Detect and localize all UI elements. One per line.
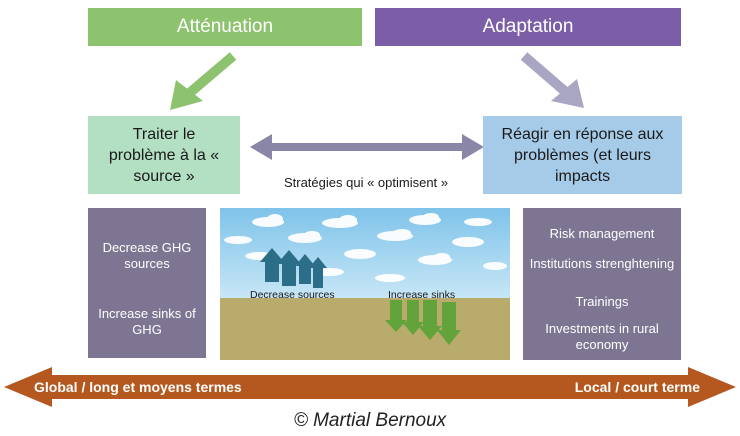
increase-sinks-arrows	[385, 300, 461, 345]
attenuation-header: Atténuation	[88, 8, 362, 46]
response-box-text: Réagir en réponse aux problèmes (et leur…	[501, 125, 664, 185]
attenuation-header-label: Atténuation	[176, 16, 274, 37]
green-down-arrow	[170, 52, 237, 110]
source-box-text: Traiter le problème à la « source »	[108, 125, 220, 185]
decrease-ghg-text: Decrease GHG sources	[102, 240, 192, 271]
global-term-label: Global / long et moyens termes	[34, 379, 242, 395]
increase-sinks-text: Increase sinks of GHG	[98, 306, 196, 337]
response-box: Réagir en réponse aux problèmes (et leur…	[483, 116, 682, 194]
double-arrow	[250, 134, 484, 160]
arrows-layer	[170, 52, 584, 160]
timescale-arrow-shape	[4, 367, 736, 407]
increase-sinks-label: Increase sinks	[388, 289, 455, 301]
institutions-text: Institutions strenghtening	[529, 256, 675, 271]
source-box: Traiter le problème à la « source »	[88, 116, 240, 194]
right-panel: Risk management Institutions strenghteni…	[523, 208, 681, 360]
adaptation-header-label: Adaptation	[482, 16, 574, 37]
sky-ground-image: Decrease sources Increase sinks	[220, 208, 510, 360]
trainings-text: Trainings	[575, 294, 629, 309]
credit-text: © Martial Bernoux	[293, 410, 447, 431]
purple-down-arrow	[520, 52, 584, 108]
decrease-sources-arrows	[260, 248, 327, 288]
adaptation-header: Adaptation	[375, 8, 681, 46]
decrease-sources-label: Decrease sources	[250, 289, 335, 301]
risk-management-text: Risk management	[549, 226, 655, 241]
local-term-label: Local / court terme	[575, 379, 700, 395]
ground	[220, 298, 510, 360]
left-panel: Decrease GHG sources Increase sinks of G…	[88, 208, 206, 358]
investments-text: Investments in rural economy	[545, 321, 659, 352]
timescale-arrow: Global / long et moyens termes Local / c…	[4, 367, 736, 407]
optimise-label: Stratégies qui « optimisent »	[283, 175, 449, 190]
